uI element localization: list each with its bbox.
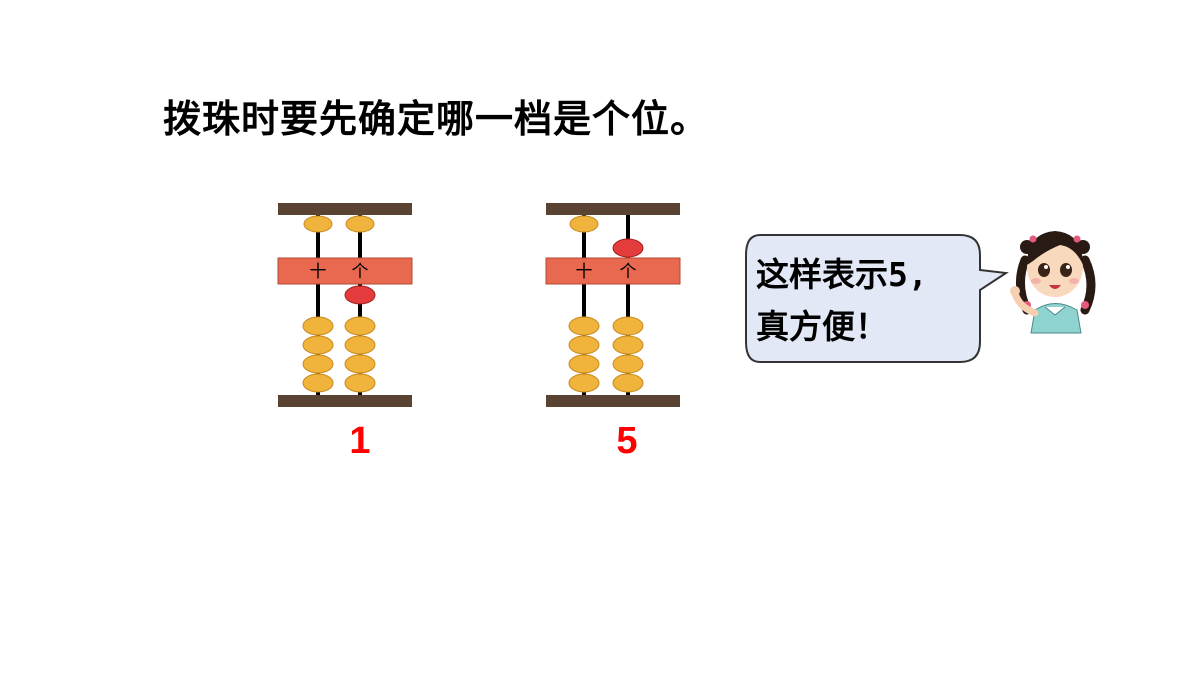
tens-lower-bead xyxy=(568,373,600,393)
ones-label: 个 xyxy=(620,262,637,282)
tens-upper-bead xyxy=(569,215,599,233)
ones-active-bead xyxy=(344,285,376,305)
tens-upper-bead xyxy=(303,215,333,233)
abacus-five-value: 5 xyxy=(616,420,638,462)
abacus-one-drawing: 十 个 xyxy=(277,203,413,407)
page-title: 拨珠时要先确定哪一档是个位。 xyxy=(163,97,710,141)
ones-lower-bead xyxy=(344,373,376,393)
girl-character-illustration xyxy=(1005,215,1105,335)
ones-label: 个 xyxy=(352,262,369,282)
bottom-frame xyxy=(546,395,680,407)
tens-lower-bead xyxy=(568,354,600,374)
tens-lower-bead xyxy=(302,373,334,393)
tens-lower-bead xyxy=(302,354,334,374)
top-frame xyxy=(278,203,412,215)
ones-lower-bead xyxy=(612,373,644,393)
tens-lower-bead xyxy=(302,316,334,336)
tens-lower-bead xyxy=(568,335,600,355)
speech-line-2: 真方便！ xyxy=(756,307,888,346)
tens-lower-bead xyxy=(568,316,600,336)
speech-bubble: 这样表示5, 真方便！ xyxy=(738,225,1018,370)
tens-lower-bead xyxy=(302,335,334,355)
abacus-one-value: 1 xyxy=(349,420,371,462)
tens-label: 十 xyxy=(576,262,593,282)
ones-lower-bead xyxy=(344,354,376,374)
speech-text: 这样表示5, 真方便！ xyxy=(756,249,996,353)
abacus-five: 十 个 xyxy=(545,200,681,410)
bottom-frame xyxy=(278,395,412,407)
speech-line-1: 这样表示5, xyxy=(756,255,928,294)
ones-lower-bead xyxy=(344,316,376,336)
top-frame xyxy=(546,203,680,215)
tens-label: 十 xyxy=(310,262,327,282)
girl-icon xyxy=(1010,231,1096,334)
ones-active-upper-bead xyxy=(612,238,644,258)
beam-bar xyxy=(545,257,681,285)
ones-upper-bead xyxy=(345,215,375,233)
beam-bar xyxy=(277,257,413,285)
ones-lower-bead xyxy=(612,335,644,355)
ones-lower-bead xyxy=(612,354,644,374)
speech-bubble-shape xyxy=(745,234,1009,363)
ones-lower-bead xyxy=(344,335,376,355)
abacus-one: 十 个 xyxy=(277,200,413,410)
abacus-five-drawing: 十 个 xyxy=(545,203,681,407)
ones-lower-bead xyxy=(612,316,644,336)
